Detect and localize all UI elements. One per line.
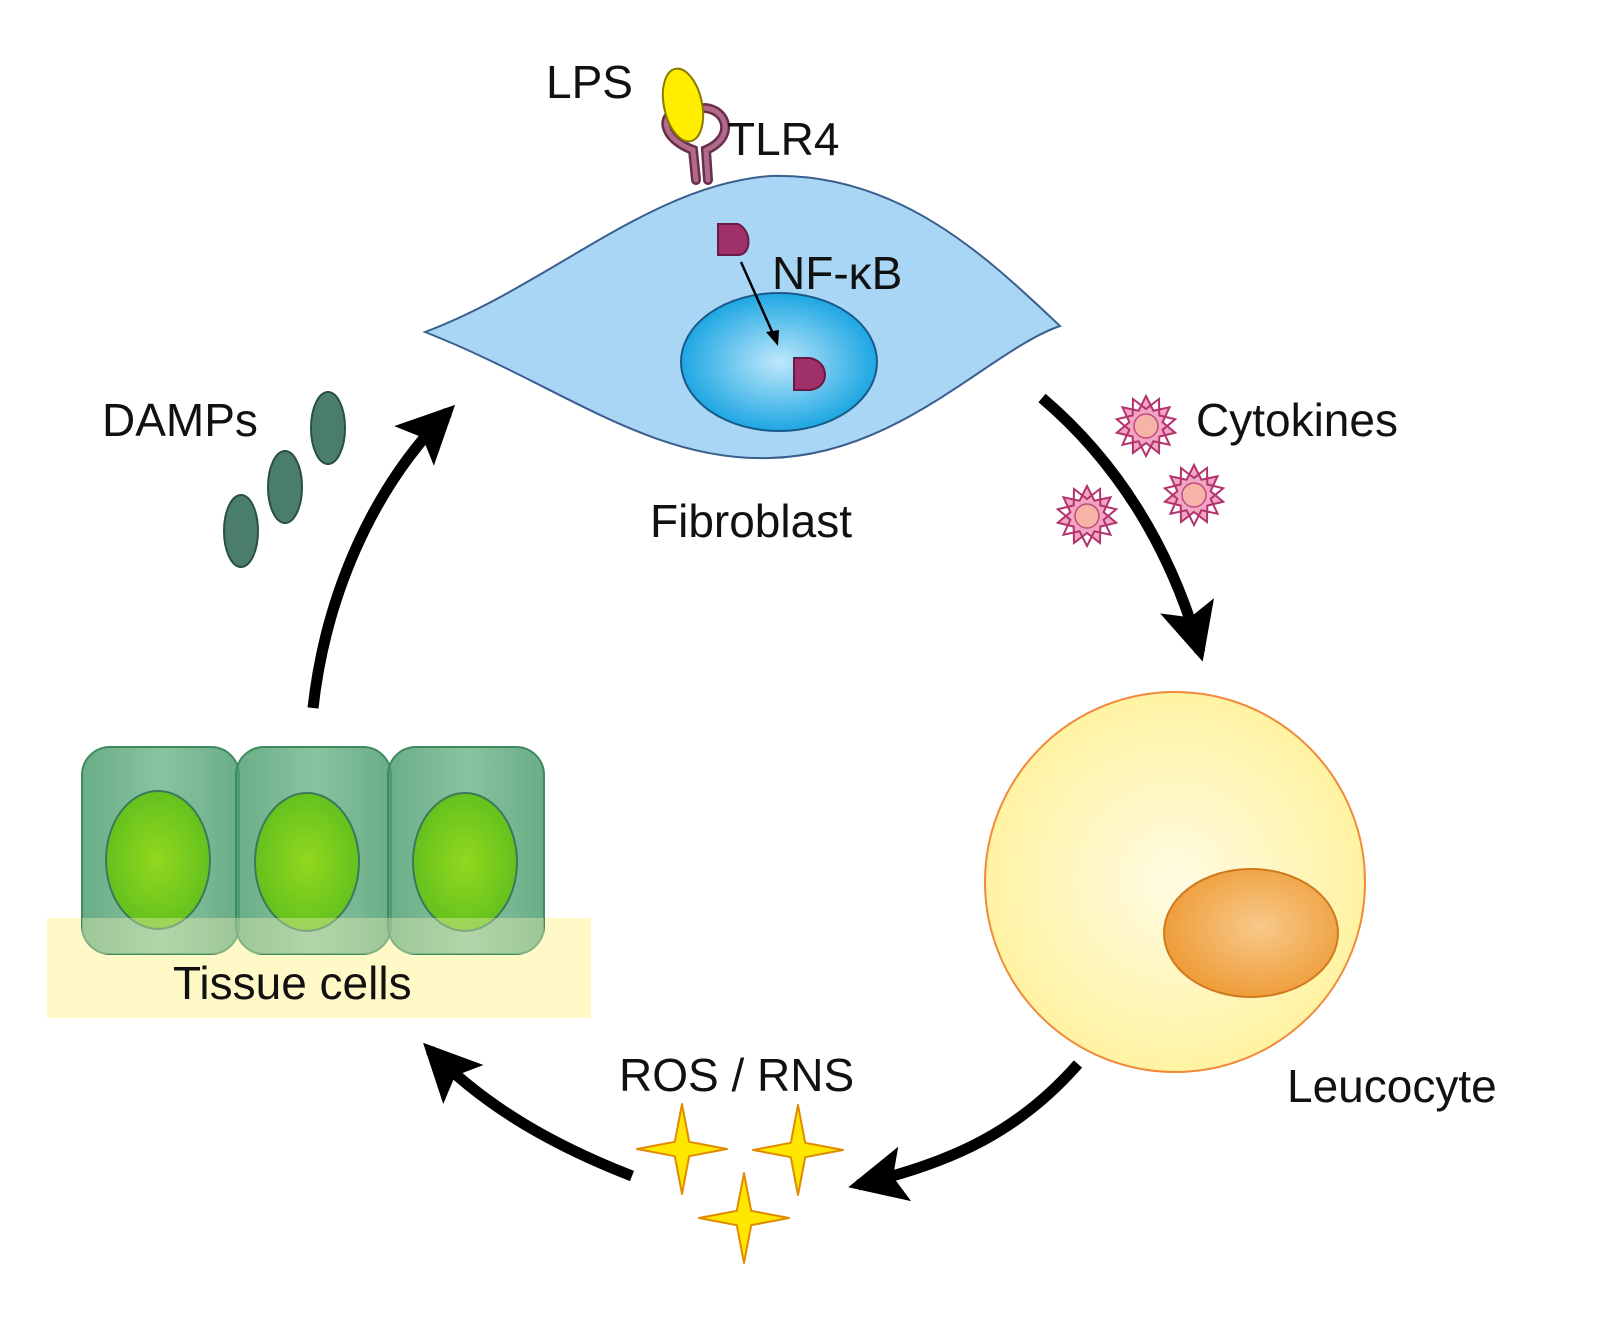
ros-rns-star-icon — [698, 1172, 790, 1264]
cytokines-group — [1055, 393, 1226, 549]
label-lps: LPS — [546, 56, 633, 108]
label-nfkb: NF-κB — [772, 247, 902, 299]
arrow-ros-to-tissue — [423, 1042, 634, 1182]
cytokine-icon — [1162, 462, 1226, 528]
ros-rns-group — [636, 1103, 844, 1264]
lps-icon — [661, 67, 705, 143]
tissue-cells — [47, 746, 591, 1018]
cytokine-icon — [1055, 483, 1119, 549]
leucocyte-cell-body — [984, 691, 1366, 1073]
label-tissue-cells: Tissue cells — [173, 957, 412, 1009]
tissue-cell-nucleus — [105, 790, 211, 930]
tissue-band-overlay — [82, 918, 544, 954]
arrow-fibroblast-to-leucocyte — [1038, 393, 1214, 662]
cytokine-core — [1181, 482, 1207, 508]
label-ros-rns: ROS / RNS — [619, 1049, 854, 1101]
label-damps: DAMPs — [102, 394, 258, 446]
cycle-arrows — [307, 393, 1214, 1202]
label-leucocyte: Leucocyte — [1287, 1060, 1497, 1112]
ros-rns-star-icon — [636, 1103, 728, 1195]
tissue-cell-nucleus — [254, 792, 360, 932]
damp-icon — [310, 391, 346, 465]
fibroblast-nucleus — [680, 292, 878, 432]
ros-rns-star-icon — [752, 1104, 844, 1196]
arrow-tissue-to-fibroblast — [307, 404, 456, 709]
damp-icon — [223, 494, 259, 568]
cytokine-core — [1133, 413, 1159, 439]
arrow-leucocyte-to-ros — [848, 1060, 1083, 1202]
tlr4-right-arm-inner — [702, 105, 728, 183]
cytokine-star-inner — [1162, 465, 1226, 528]
cytokine-icon — [1114, 393, 1178, 459]
damps-group — [223, 391, 346, 568]
nfkb-cytoplasmic-icon — [717, 223, 750, 256]
leucocyte — [984, 691, 1366, 1073]
nfkb-translocation-arrow — [739, 261, 776, 337]
leucocyte-nucleus — [1163, 868, 1339, 998]
label-tlr4: TLR4 — [727, 113, 839, 165]
label-fibroblast: Fibroblast — [650, 495, 852, 547]
damp-icon — [267, 450, 303, 524]
cytokine-core — [1074, 503, 1100, 529]
nfkb-translocation-arrowhead — [766, 330, 779, 346]
fibroblast — [422, 174, 1062, 460]
tissue-cell-nucleus — [412, 792, 518, 932]
cytokine-star-inner — [1114, 396, 1178, 459]
nfkb-nuclear-icon — [793, 357, 826, 391]
cytokine-star-inner — [1055, 486, 1119, 549]
label-cytokines: Cytokines — [1196, 394, 1398, 446]
